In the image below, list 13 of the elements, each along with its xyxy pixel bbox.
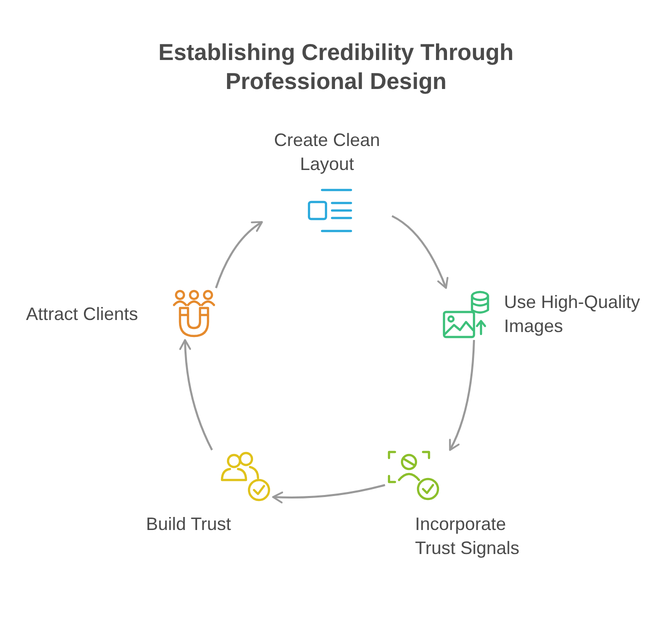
- step-group: [26, 288, 216, 340]
- step-label: Incorporate Trust Signals: [415, 513, 520, 560]
- cycle-arrow: [392, 215, 448, 289]
- cycle-arrow: [215, 221, 263, 288]
- diagram-title: Establishing Credibility Through Professional Design: [157, 38, 515, 96]
- step-group: [442, 288, 642, 340]
- cycle-arrow: [179, 339, 213, 450]
- step-label: Create Clean Layout: [272, 129, 382, 176]
- step-label: Build Trust: [146, 513, 232, 536]
- cycle-arrow: [272, 484, 386, 504]
- step-label: Attract Clients: [26, 303, 140, 326]
- step-label: Use High-Quality Images: [504, 291, 642, 338]
- cycle-arrow: [448, 340, 475, 451]
